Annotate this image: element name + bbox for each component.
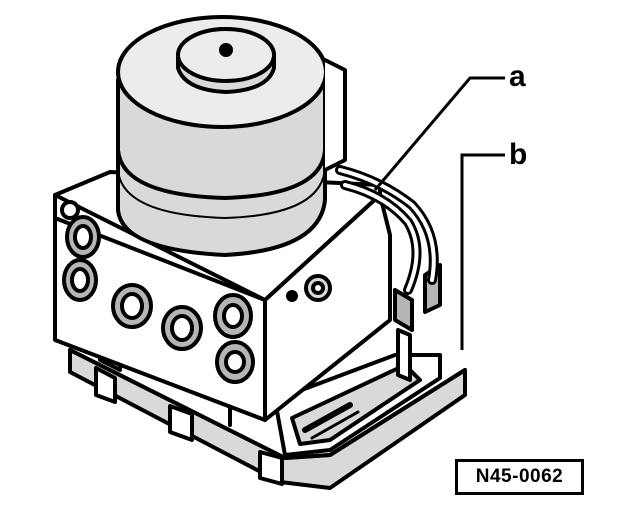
brake-pipes bbox=[335, 165, 439, 295]
connector-socket bbox=[273, 353, 442, 457]
leader-lines bbox=[373, 76, 505, 350]
callout-label-a: a bbox=[509, 60, 526, 93]
brake-line-ports bbox=[62, 215, 255, 384]
figure-reference-code: N45-0062 bbox=[455, 459, 584, 495]
leader-line-b bbox=[460, 153, 505, 350]
callout-label-b: b bbox=[509, 138, 528, 171]
leader-line-a bbox=[373, 76, 505, 191]
pump-motor bbox=[116, 15, 347, 257]
